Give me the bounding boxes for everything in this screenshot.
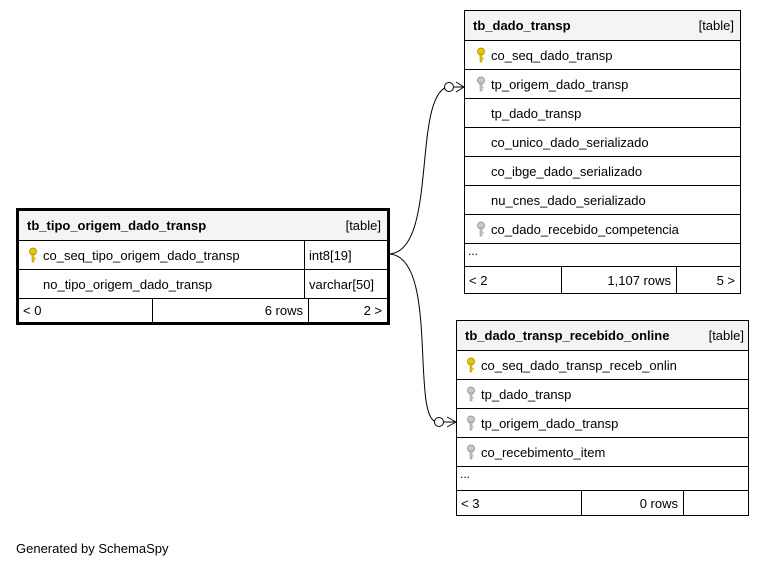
column-type: int8[19]: [304, 241, 387, 269]
column-name: co_seq_tipo_origem_dado_transp: [43, 247, 240, 263]
parents-count[interactable]: < 2: [465, 267, 562, 294]
column-name: no_tipo_origem_dado_transp: [43, 276, 213, 292]
row-count: 6 rows: [153, 299, 309, 322]
table-tb-dado-transp-recebido-online[interactable]: tb_dado_transp_recebido_online [table] c…: [456, 320, 749, 516]
more-columns-indicator: ...: [465, 244, 740, 267]
column-name: co_ibge_dado_serializado: [491, 163, 643, 179]
parents-count[interactable]: < 3: [457, 491, 582, 515]
table-row[interactable]: tp_origem_dado_transp: [465, 70, 740, 99]
table-footer: < 2 1,107 rows 5 >: [465, 267, 740, 294]
table-name: tb_dado_transp: [473, 18, 571, 33]
column-name: co_seq_dado_transp: [491, 47, 613, 63]
column-name: co_dado_recebido_competencia: [491, 221, 679, 237]
table-row[interactable]: co_seq_dado_transp: [465, 41, 740, 70]
table-header[interactable]: tb_dado_transp [table]: [465, 11, 740, 41]
foreign-key-icon: [461, 415, 481, 431]
table-footer: < 0 6 rows 2 >: [19, 299, 387, 322]
table-kind: [table]: [698, 18, 734, 33]
primary-key-icon: [461, 357, 481, 373]
foreign-key-icon: [461, 386, 481, 402]
column-name: nu_cnes_dado_serializado: [491, 192, 646, 208]
column-name: co_seq_dado_transp_receb_onlin: [481, 357, 677, 373]
table-row[interactable]: nu_cnes_dado_serializado: [465, 186, 740, 215]
foreign-key-icon: [461, 444, 481, 460]
foreign-key-icon: [471, 76, 491, 92]
table-name: tb_tipo_origem_dado_transp: [27, 218, 207, 233]
relationship-to-tb-dado-transp-recebido-online: [387, 253, 457, 428]
column-name: tp_dado_transp: [491, 105, 582, 121]
children-count[interactable]: 2 >: [363, 303, 382, 318]
table-row[interactable]: co_seq_dado_transp_receb_onlin: [457, 351, 748, 380]
parents-count[interactable]: < 0: [19, 299, 153, 322]
table-row[interactable]: tp_dado_transp: [465, 99, 740, 128]
table-tb-tipo-origem-dado-transp[interactable]: tb_tipo_origem_dado_transp [table] co_se…: [16, 208, 390, 325]
generated-by-credit: Generated by SchemaSpy: [16, 541, 169, 556]
more-columns-indicator: ...: [457, 467, 748, 491]
column-name: tp_origem_dado_transp: [481, 415, 619, 431]
column-name: co_recebimento_item: [481, 444, 606, 460]
table-row[interactable]: tp_origem_dado_transp: [457, 409, 748, 438]
table-row[interactable]: co_unico_dado_serializado: [465, 128, 740, 157]
table-footer: < 3 0 rows: [457, 491, 748, 515]
children-count[interactable]: [684, 491, 748, 515]
table-row[interactable]: co_dado_recebido_competencia: [465, 215, 740, 244]
column-name: tp_origem_dado_transp: [491, 76, 629, 92]
table-row[interactable]: co_seq_tipo_origem_dado_transp int8[19]: [19, 241, 387, 270]
table-row[interactable]: tp_dado_transp: [457, 380, 748, 409]
row-count: 1,107 rows: [562, 267, 677, 294]
table-kind: [table]: [708, 328, 744, 343]
table-kind: [table]: [345, 218, 381, 233]
foreign-key-icon: [471, 221, 491, 237]
table-name: tb_dado_transp_recebido_online: [465, 328, 670, 343]
children-count[interactable]: 5 >: [716, 273, 735, 288]
row-count: 0 rows: [582, 491, 684, 515]
table-tb-dado-transp[interactable]: tb_dado_transp [table] co_seq_dado_trans…: [464, 10, 741, 294]
table-row[interactable]: co_recebimento_item: [457, 438, 748, 467]
table-row[interactable]: co_ibge_dado_serializado: [465, 157, 740, 186]
table-header[interactable]: tb_tipo_origem_dado_transp [table]: [19, 211, 387, 241]
column-name: tp_dado_transp: [481, 386, 572, 402]
table-header[interactable]: tb_dado_transp_recebido_online [table]: [457, 321, 748, 351]
primary-key-icon: [471, 47, 491, 63]
table-row[interactable]: no_tipo_origem_dado_transp varchar[50]: [19, 270, 387, 299]
primary-key-icon: [23, 247, 43, 263]
column-type: varchar[50]: [304, 270, 387, 298]
relationship-to-tb-dado-transp: [387, 81, 465, 255]
column-name: co_unico_dado_serializado: [491, 134, 649, 150]
